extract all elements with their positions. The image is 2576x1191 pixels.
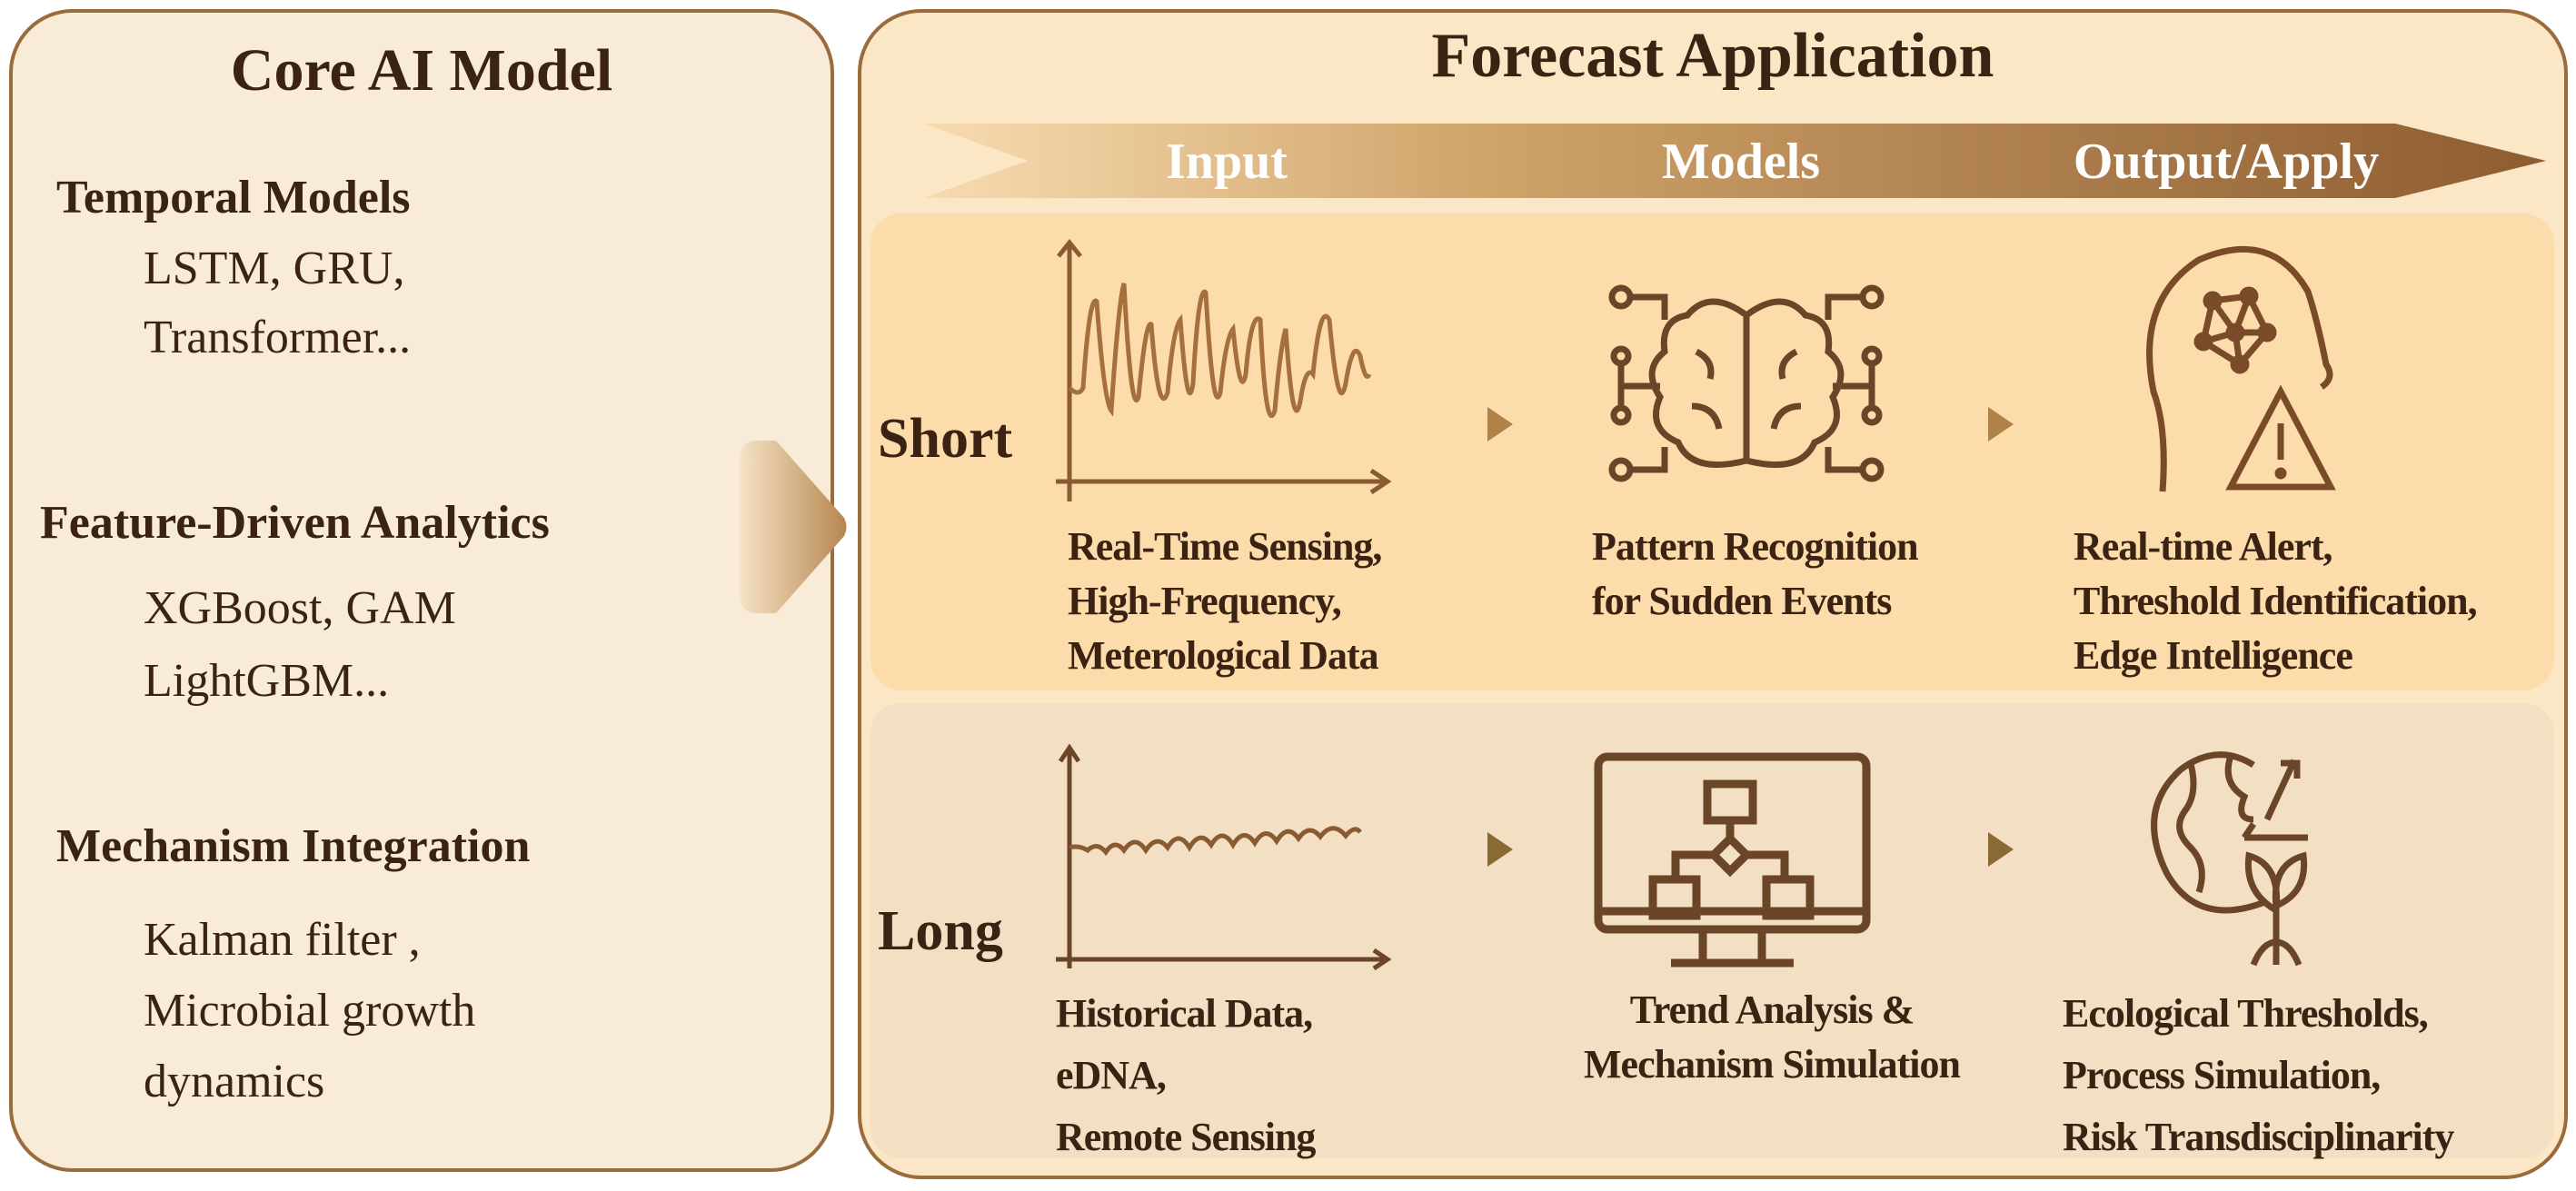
core-panel-title: Core AI Model bbox=[230, 37, 613, 104]
stage-label-output: Output/Apply bbox=[2073, 134, 2380, 190]
text-line: Risk Transdisciplinarity bbox=[2063, 1115, 2454, 1159]
section-heading-feature: Feature-Driven Analytics bbox=[40, 497, 550, 549]
text-line: eDNA, bbox=[1056, 1053, 1167, 1097]
long-input-text: Historical Data, eDNA, Remote Sensing bbox=[1056, 983, 1316, 1168]
brain-circuit-icon bbox=[1608, 284, 1885, 482]
section-item: Kalman filter , bbox=[144, 914, 421, 966]
head-network-alert-icon bbox=[2146, 245, 2336, 492]
section-heading-mechanism: Mechanism Integration bbox=[56, 820, 531, 872]
section-item: LightGBM... bbox=[144, 655, 390, 707]
flow-arrow-icon bbox=[1988, 407, 2014, 442]
long-output-text: Ecological Thresholds, Process Simulatio… bbox=[2063, 983, 2454, 1168]
connector-arrow-icon bbox=[740, 441, 847, 613]
short-term-band bbox=[870, 213, 2554, 690]
low-frequency-signal-chart-icon bbox=[1056, 743, 1392, 971]
text-line: Mechanism Simulation bbox=[1584, 1042, 1961, 1087]
short-label: Short bbox=[878, 408, 1013, 470]
text-line: High-Frequency, bbox=[1068, 579, 1342, 623]
text-line: Pattern Recognition bbox=[1592, 524, 1919, 569]
short-models-text: Pattern Recognition for Sudden Events bbox=[1592, 520, 1919, 629]
text-line: Meterological Data bbox=[1068, 633, 1379, 678]
flow-arrow-icon bbox=[1487, 407, 1513, 442]
flow-arrow-icon bbox=[1487, 832, 1513, 867]
stage-label-models: Models bbox=[1661, 134, 1821, 190]
flow-arrow-icon bbox=[1988, 832, 2014, 867]
text-line: Real-time Alert, bbox=[2074, 524, 2333, 569]
forecast-panel-title: Forecast Application bbox=[1431, 21, 1994, 91]
long-label: Long bbox=[878, 900, 1003, 962]
stage-banner-arrow bbox=[923, 124, 2546, 198]
text-line: Remote Sensing bbox=[1056, 1115, 1316, 1159]
section-item: LSTM, GRU, bbox=[144, 243, 405, 294]
globe-plant-growth-icon bbox=[2151, 751, 2308, 967]
text-line: for Sudden Events bbox=[1592, 579, 1892, 623]
core-ai-model-panel bbox=[9, 9, 834, 1172]
monitor-flowchart-icon bbox=[1594, 752, 1871, 968]
section-item: dynamics bbox=[144, 1056, 325, 1107]
stage-label-input: Input bbox=[1166, 134, 1288, 190]
section-item: Microbial growth bbox=[144, 985, 476, 1037]
text-line: Process Simulation, bbox=[2063, 1053, 2381, 1097]
text-line: Ecological Thresholds, bbox=[2063, 991, 2429, 1036]
high-frequency-signal-chart-icon bbox=[1056, 238, 1392, 501]
text-line: Real-Time Sensing, bbox=[1068, 524, 1382, 569]
short-input-text: Real-Time Sensing, High-Frequency, Meter… bbox=[1068, 520, 1382, 683]
section-item: Transformer... bbox=[144, 312, 412, 363]
text-line: Threshold Identification, bbox=[2074, 579, 2478, 623]
section-item: XGBoost, GAM bbox=[144, 582, 456, 634]
text-line: Edge Intelligence bbox=[2074, 633, 2353, 678]
section-heading-temporal: Temporal Models bbox=[56, 172, 411, 223]
short-output-text: Real-time Alert, Threshold Identificatio… bbox=[2074, 520, 2478, 683]
text-line: Historical Data, bbox=[1056, 991, 1313, 1036]
text-line: Trend Analysis & bbox=[1629, 988, 1915, 1032]
long-models-text: Trend Analysis & Mechanism Simulation bbox=[1581, 983, 1963, 1092]
